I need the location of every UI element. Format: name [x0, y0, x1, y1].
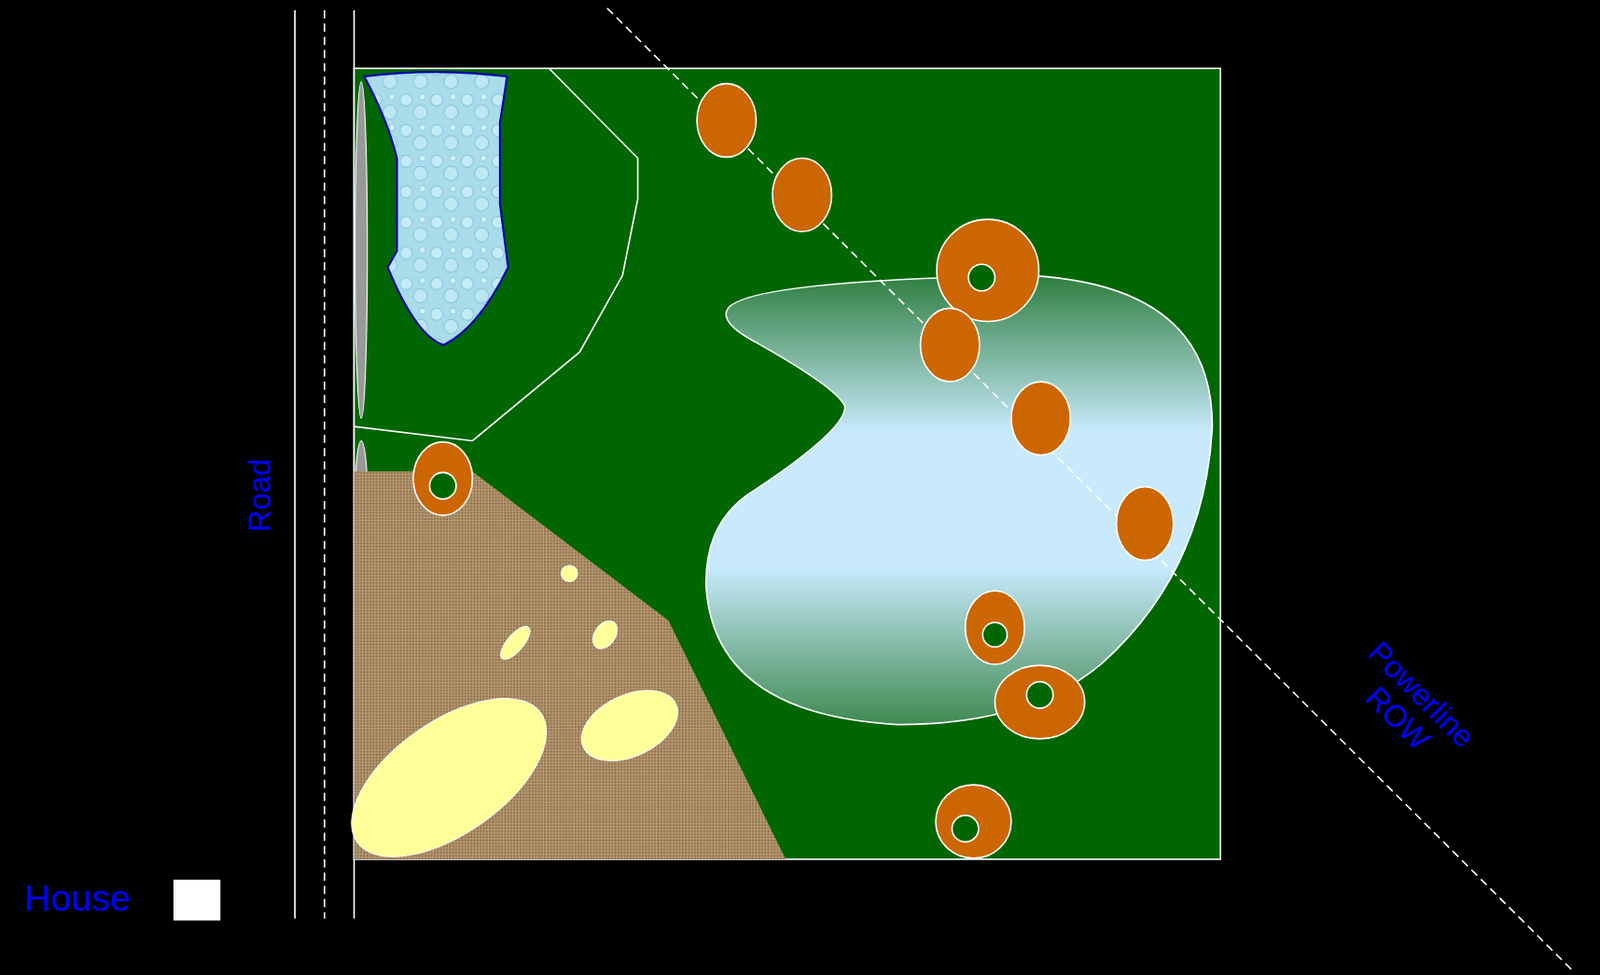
buffer-strip: [355, 82, 368, 419]
road-centerline: [323, 10, 326, 919]
house-symbol: [173, 879, 221, 921]
map-label: Powerline ROW: [1332, 627, 1489, 784]
wetland: [706, 275, 1213, 724]
clearings: [429, 264, 1053, 842]
zone-boundary: [354, 68, 639, 441]
map-label: House: [24, 877, 131, 919]
powerline-row: [607, 8, 1573, 970]
sand-patches: [324, 565, 689, 889]
road-edge: [293, 10, 296, 919]
tree-clusters: [413, 83, 1174, 859]
pond: [363, 71, 508, 346]
map-label: Road: [243, 458, 278, 531]
